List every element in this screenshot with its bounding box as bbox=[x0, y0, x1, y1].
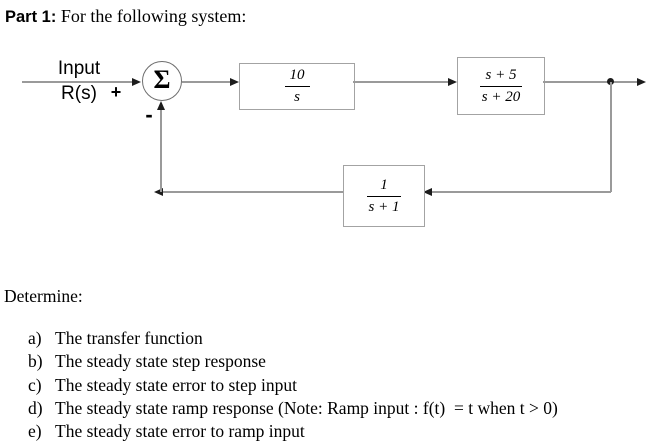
list-item: e) The steady state error to ramp input bbox=[28, 421, 305, 442]
list-item: a) The transfer function bbox=[28, 328, 203, 349]
item-letter: c) bbox=[28, 375, 42, 395]
item-letter: d) bbox=[28, 398, 43, 418]
item-letter: e) bbox=[28, 421, 42, 441]
item-text: The steady state ramp response (Note: Ra… bbox=[55, 398, 558, 418]
summing-junction: Σ bbox=[142, 61, 182, 101]
plus-sign: + bbox=[110, 82, 122, 102]
item-text: The steady state step response bbox=[55, 351, 266, 371]
feedback-corner-arrowhead-icon bbox=[154, 187, 163, 196]
output-line bbox=[543, 81, 637, 83]
block2-fraction: s + 5 s + 20 bbox=[479, 66, 523, 107]
forward-block-2: s + 5 s + 20 bbox=[457, 57, 545, 115]
feedback-up-line bbox=[160, 103, 162, 192]
title-part-label: Part 1: bbox=[5, 8, 57, 26]
feedback-right-line bbox=[432, 191, 611, 193]
feedback-denominator: s + 1 bbox=[368, 198, 400, 215]
block2-arrowhead-icon bbox=[448, 77, 457, 86]
list-item: b) The steady state step response bbox=[28, 351, 266, 372]
output-arrowhead-icon bbox=[637, 77, 646, 86]
input-line bbox=[22, 81, 134, 83]
sum-to-block1-line bbox=[182, 81, 231, 83]
determine-heading: Determine: bbox=[4, 286, 83, 306]
item-text: The transfer function bbox=[55, 328, 203, 348]
feedback-block-arrowhead-icon bbox=[423, 187, 432, 196]
item-text: The steady state error to step input bbox=[55, 375, 298, 395]
title-rest: For the following system: bbox=[56, 6, 247, 26]
item-text: The steady state error to ramp input bbox=[55, 421, 305, 441]
block1-arrowhead-icon bbox=[230, 77, 239, 86]
feedback-fraction: 1 s + 1 bbox=[366, 176, 402, 217]
item-letter: b) bbox=[28, 351, 43, 371]
list-item: c) The steady state error to step input bbox=[28, 375, 297, 396]
block2-numerator: s + 5 bbox=[479, 66, 523, 87]
feedback-numerator: 1 bbox=[366, 176, 402, 197]
list-item: d) The steady state ramp response (Note: … bbox=[28, 398, 558, 419]
branch-dot bbox=[607, 78, 614, 85]
block2-denominator: s + 20 bbox=[481, 88, 521, 105]
page-title: Part 1: For the following system: bbox=[5, 6, 246, 27]
sigma-symbol: Σ bbox=[153, 65, 171, 94]
block1-denominator: s bbox=[294, 89, 300, 105]
input-arrowhead-icon bbox=[132, 77, 141, 86]
forward-block-1: 10 s bbox=[239, 63, 355, 110]
item-letter: a) bbox=[28, 328, 42, 348]
minus-sign: - bbox=[145, 102, 153, 127]
input-signal-name: R(s) bbox=[61, 83, 97, 104]
block1-fraction: 10 s bbox=[284, 66, 310, 107]
feedback-block: 1 s + 1 bbox=[343, 165, 425, 227]
input-label: Input bbox=[57, 58, 101, 79]
block1-numerator: 10 bbox=[284, 66, 310, 87]
feedback-down-line bbox=[610, 82, 612, 192]
feedback-left-line bbox=[163, 191, 343, 193]
block1-to-block2-line bbox=[353, 81, 448, 83]
sum-feedback-arrowhead-icon bbox=[156, 101, 165, 110]
